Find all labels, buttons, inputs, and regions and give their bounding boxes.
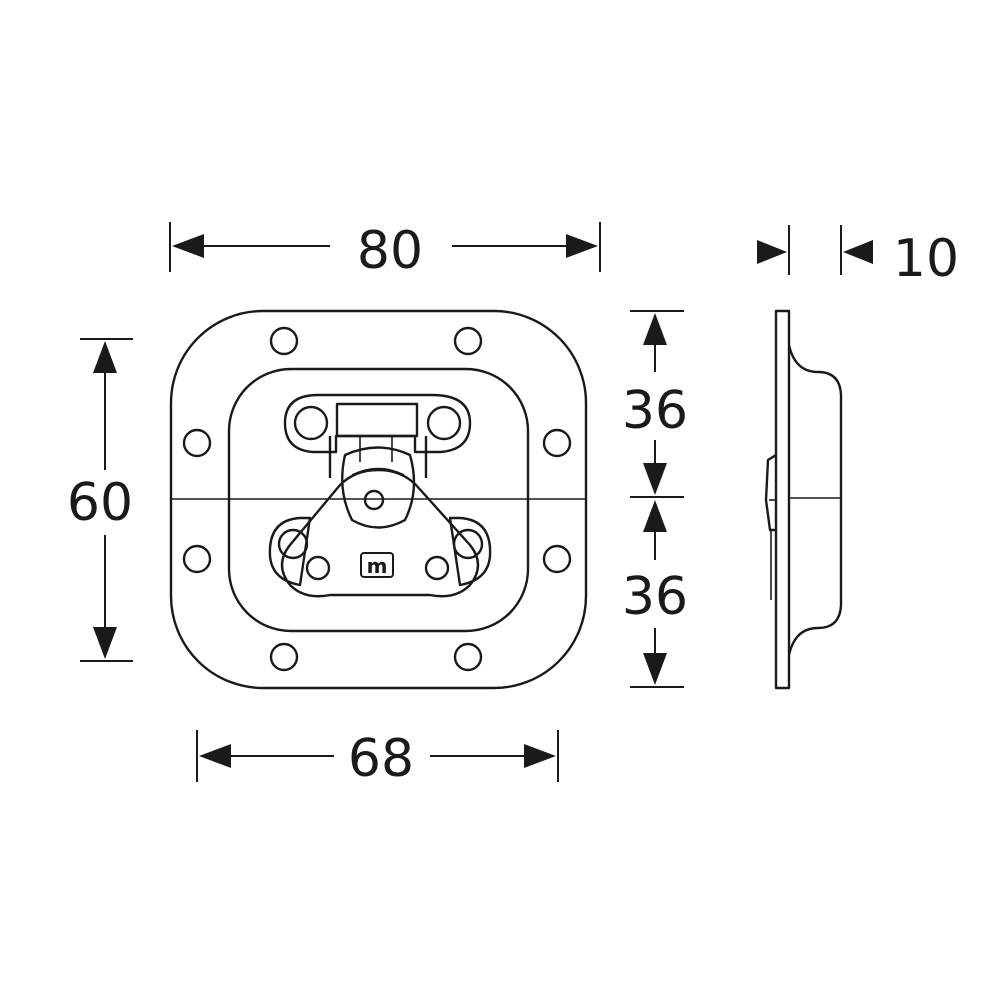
mounting-hole [453, 642, 483, 672]
dimension-label-68: 68 [348, 729, 414, 789]
mounting-hole [453, 326, 483, 356]
mounting-hole [182, 544, 212, 574]
mounting-hole [182, 428, 212, 458]
mounting-hole [269, 642, 299, 672]
dimension-label-60: 60 [67, 473, 133, 533]
dimension-label-36-lower: 36 [622, 567, 688, 627]
dimension-label-10: 10 [893, 229, 959, 289]
side-flange [774, 309, 791, 690]
dimension-recess-width: 68 [196, 729, 559, 789]
dimension-overall-width: 80 [169, 221, 601, 281]
dimension-overall-height: 60 [67, 338, 133, 662]
dimension-lower-half: 36 [622, 500, 688, 688]
front-view: m [169, 309, 588, 690]
mounting-hole [542, 428, 572, 458]
latch-plate: m [280, 446, 480, 598]
catch-lugs [268, 516, 492, 587]
dimension-label-80: 80 [357, 221, 423, 281]
dimension-upper-half: 36 [622, 310, 688, 498]
logo-badge [360, 552, 394, 578]
inner-recess [227, 367, 530, 633]
side-recess-profile [787, 344, 843, 656]
latch-bracket [283, 393, 472, 478]
logo-text: m [367, 554, 388, 578]
mounting-holes [182, 326, 572, 672]
side-view [764, 309, 843, 690]
mounting-hole [269, 326, 299, 356]
mounting-hole [542, 544, 572, 574]
dimension-label-36-upper: 36 [622, 381, 688, 441]
side-latch-profile [764, 453, 777, 532]
dimension-depth: 10 [757, 225, 959, 289]
